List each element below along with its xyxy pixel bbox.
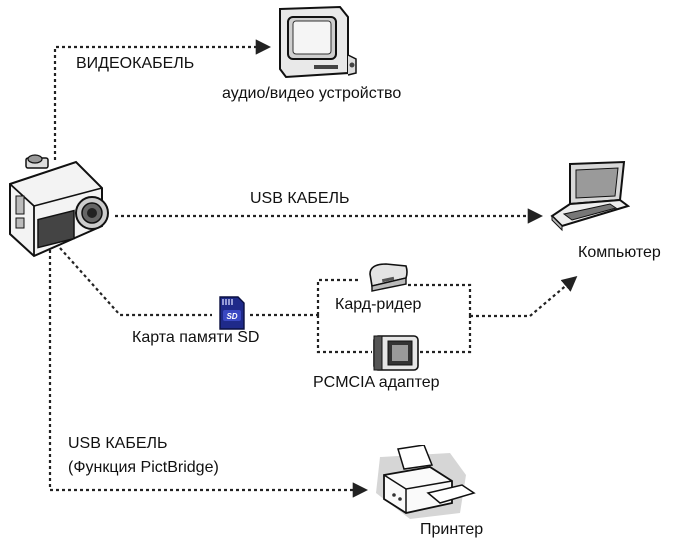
printer-label: Принтер	[420, 521, 484, 538]
sd-card-icon: SD	[219, 296, 245, 330]
usb-cable-label-bottom: USB КАБЕЛЬ	[68, 435, 168, 452]
printer-icon	[376, 445, 476, 519]
tv-icon	[279, 5, 357, 79]
pcmcia-label: PCMCIA адаптер	[313, 374, 440, 391]
camera-to-sd-line	[59, 247, 212, 317]
sd-logo-text: SD	[226, 312, 237, 321]
video-cable-line	[53, 39, 272, 160]
to-computer-line	[470, 276, 578, 318]
reader-join-line	[408, 283, 472, 316]
camera-icon	[9, 154, 109, 258]
split-to-pcmcia-line	[316, 315, 372, 354]
computer-label: Компьютер	[578, 244, 661, 261]
video-cable-label: ВИДЕОКАБЕЛЬ	[76, 55, 195, 72]
split-to-reader-line	[316, 278, 360, 315]
pcmcia-join-line	[420, 316, 472, 354]
usb-cable-printer-line	[48, 250, 369, 498]
pcmcia-adapter-icon	[373, 335, 419, 371]
card-reader-label: Кард-ридер	[335, 296, 422, 313]
usb-cable-label-top: USB КАБЕЛЬ	[250, 190, 350, 207]
sd-card-label: Карта памяти SD	[132, 329, 260, 346]
pictbridge-label: (Функция PictBridge)	[68, 459, 219, 476]
card-reader-icon	[369, 263, 408, 292]
laptop-icon	[550, 160, 630, 232]
av-device-label: аудио/видео устройство	[222, 85, 402, 102]
